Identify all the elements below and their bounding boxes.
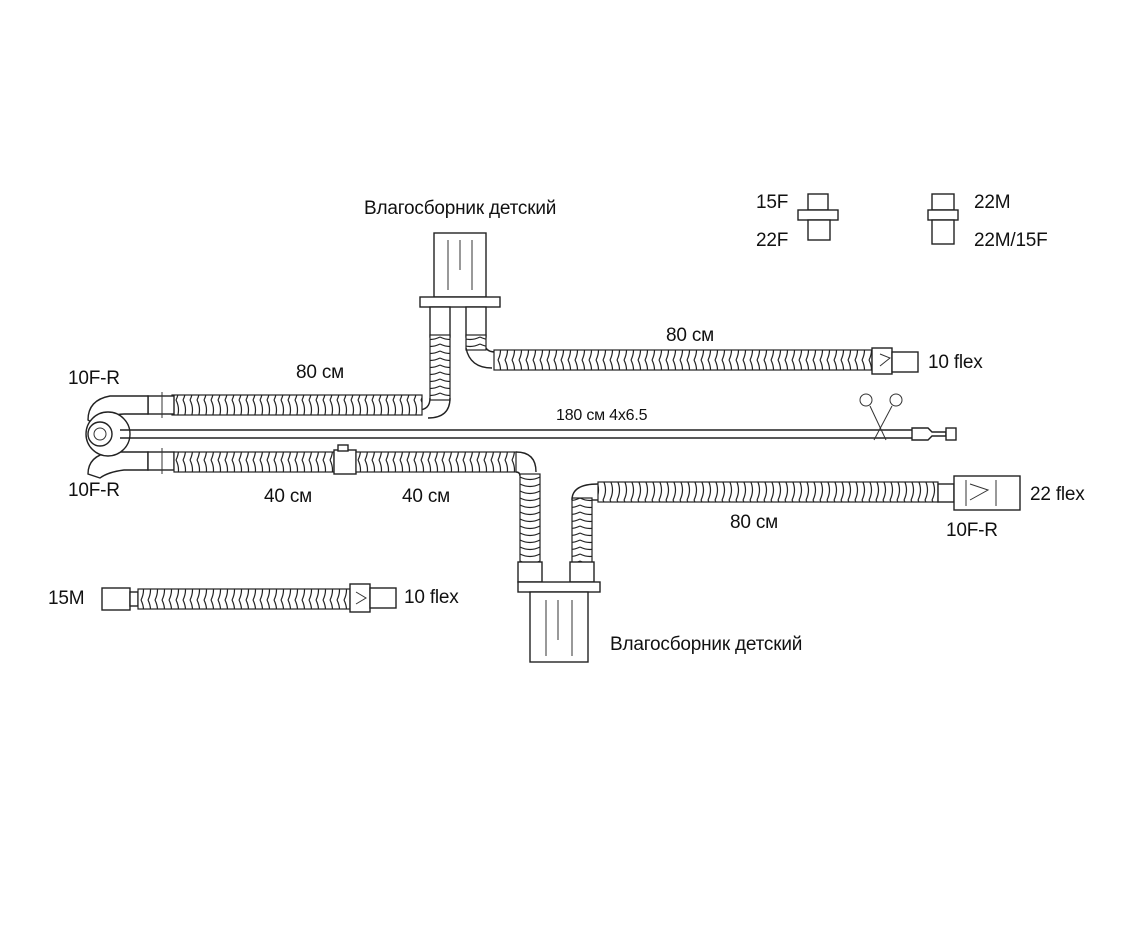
small-tube <box>101 583 397 613</box>
upper-right-length-label: 80 см <box>666 325 714 346</box>
sampling-line <box>120 393 957 441</box>
left-bottom-connector-label: 10F-R <box>68 480 120 501</box>
trap-bottom-label: Влагосборник детский <box>610 634 803 655</box>
upper-right-tube <box>465 334 919 375</box>
left-top-connector-label: 10F-R <box>68 368 120 389</box>
connector-22m-15f-icon <box>927 193 959 245</box>
connector-15f-22f-icon <box>797 193 839 241</box>
legend-15f: 15F <box>756 192 789 213</box>
lower-left-tube <box>147 444 541 565</box>
legend-22m15f: 22M/15F <box>974 230 1048 251</box>
scissors-icon <box>859 393 903 441</box>
lower-left-length-label-2: 40 см <box>402 486 450 507</box>
small-tube-end-label: 10 flex <box>404 587 459 608</box>
upper-left-length-label: 80 см <box>296 362 344 383</box>
small-tube-start-label: 15M <box>48 588 85 609</box>
lower-right-connector-label: 10F-R <box>946 520 998 541</box>
upper-left-tube <box>147 334 451 419</box>
legend-22f: 22F <box>756 230 789 251</box>
water-trap-top <box>419 232 501 338</box>
water-trap-bottom <box>517 561 601 663</box>
lower-left-length-label-1: 40 см <box>264 486 312 507</box>
lower-right-tube <box>571 475 1021 565</box>
y-piece <box>85 395 149 479</box>
trap-top-label: Влагосборник детский <box>364 198 557 219</box>
lower-right-length-label: 80 см <box>730 512 778 533</box>
sampling-line-label: 180 см 4x6.5 <box>556 407 648 424</box>
upper-right-end-label: 10 flex <box>928 352 983 373</box>
legend-22m: 22M <box>974 192 1011 213</box>
lower-right-end-label: 22 flex <box>1030 484 1085 505</box>
